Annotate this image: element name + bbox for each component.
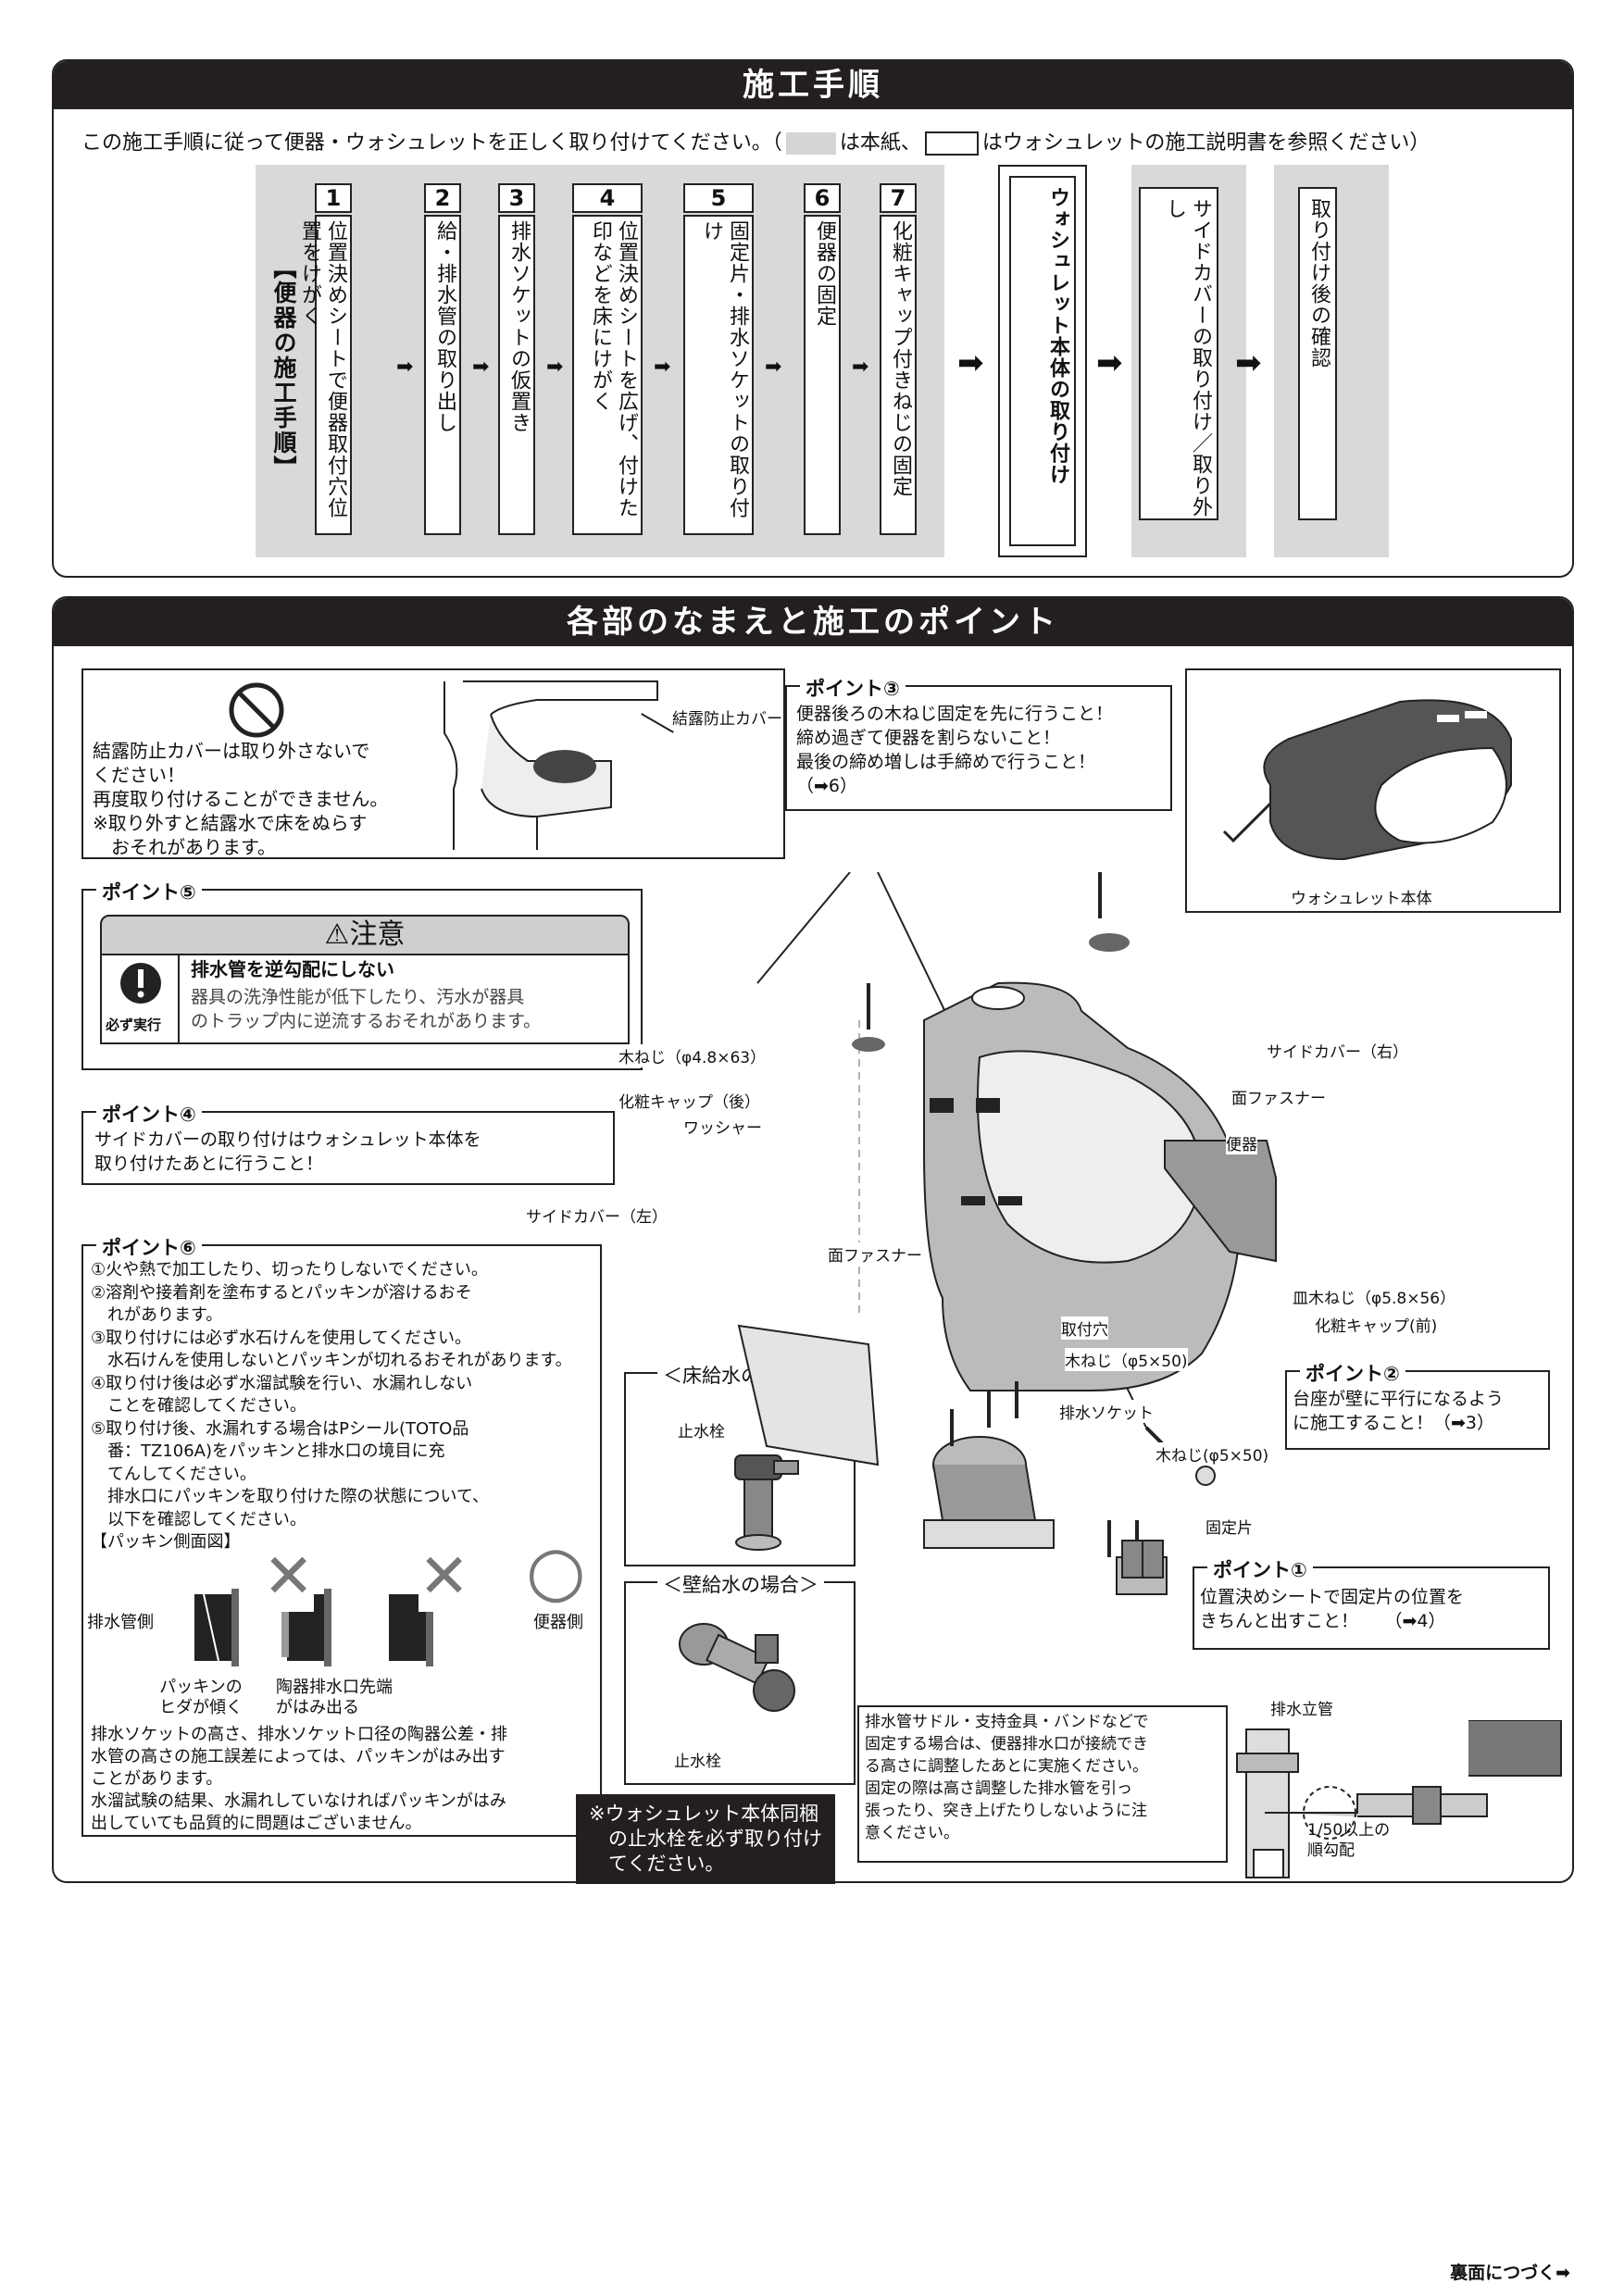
point2-text: 台座が壁に平行になるよう に施工すること！（➡3） bbox=[1293, 1389, 1505, 1433]
step-1: 1 位置決めシートで便器取付穴位置をけがく bbox=[298, 183, 352, 535]
washlet-illustration bbox=[1222, 699, 1512, 861]
arrow-3: ➡ bbox=[546, 356, 564, 379]
floor-valve-label: 止水栓 bbox=[678, 1418, 725, 1441]
point4-box: ポイント④ サイドカバーの取り付けはウォシュレット本体を 取り付けたあとに行うこ… bbox=[81, 1100, 615, 1185]
prohibited-icon bbox=[229, 682, 284, 738]
step-7: 7 化粧キャップ付きねじの固定 bbox=[880, 183, 917, 535]
point2-box: ポイント② 台座が壁に平行になるよう に施工すること！（➡3） bbox=[1285, 1359, 1550, 1450]
drain-note-box: 排水管サドル・支持金具・バンドなどで 固定する場合は、便器排水口が接続でき る高… bbox=[857, 1705, 1228, 1863]
sidecover-step: サイドカバーの取り付け／取り外し bbox=[1139, 187, 1218, 520]
wall-valve-label: 止水栓 bbox=[674, 1748, 721, 1771]
label-fixing-piece: 固定片 bbox=[1206, 1515, 1253, 1538]
toilet-side-label: 便器側 bbox=[533, 1609, 583, 1633]
arrow-2: ➡ bbox=[472, 356, 490, 379]
label-flat-screw: 皿木ねじ（φ5.8×56） bbox=[1293, 1285, 1456, 1308]
caution-text: 器具の洗浄性能が低下したり、汚水が器具 のトラップ内に逆流するおそれがあります。 bbox=[191, 987, 542, 1031]
slope-label: 1/50以上の 順勾配 bbox=[1307, 1821, 1391, 1860]
procedure-heading: 施工手順 bbox=[54, 61, 1572, 109]
label-wood-screw-a: 木ねじ（φ5×50) bbox=[1065, 1348, 1188, 1371]
continue-footer: 裏面につづく➡ bbox=[1450, 2263, 1570, 2283]
caution-header: ⚠注意 bbox=[100, 915, 630, 955]
caution-title: 排水管を逆勾配にしない bbox=[191, 958, 394, 980]
drain-side-label: 排水管側 bbox=[87, 1609, 154, 1633]
drain-riser-label: 排水立管 bbox=[1270, 1696, 1333, 1719]
label-cap-front: 化粧キャップ(前) bbox=[1315, 1313, 1438, 1336]
caution-body: 必ず実行 排水管を逆勾配にしない 器具の洗浄性能が低下したり、汚水が器具 のトラ… bbox=[100, 955, 630, 1044]
point6-text: ①火や熱で加工したり、切ったりしないでください。 ②溶剤や接着剤を塗布するとパッ… bbox=[91, 1260, 572, 1552]
washlet-body-label: ウォシュレット本体 bbox=[1291, 885, 1432, 908]
condensation-text: 結露防止カバーは取り外さないで ください！ 再度取り付けることができません。 ※… bbox=[93, 740, 389, 858]
toilet-exploded-illustration bbox=[737, 872, 1277, 1557]
step-6: 6 便器の固定 bbox=[804, 183, 841, 535]
condensation-box: 結露防止カバーは取り外さないで ください！ 再度取り付けることができません。 ※… bbox=[81, 668, 785, 859]
drain-note-text: 排水管サドル・支持金具・バンドなどで 固定する場合は、便器排水口が接続でき る高… bbox=[865, 1713, 1149, 1842]
step-5: 5 固定片・排水ソケットの取り付け bbox=[683, 183, 754, 535]
ng-mark-2: ✕ bbox=[418, 1541, 470, 1612]
floor-valve-illustration bbox=[734, 1454, 799, 1551]
floor-supply-box: ＜床給水の場合＞ 止水栓 bbox=[624, 1361, 856, 1566]
washlet-body-box: ウォシュレット本体 bbox=[1185, 668, 1561, 913]
washlet-valve-note: ※ウォシュレット本体同梱 の止水栓を必ず取り付け てください。 bbox=[576, 1794, 835, 1884]
must-do-label: 必ず実行 bbox=[106, 1015, 162, 1034]
point6-bottom-text: 排水ソケットの高さ、排水ソケット口径の陶器公差・排 水管の高さの施工誤差によって… bbox=[91, 1725, 507, 1833]
arrow-to-check: ➡ bbox=[1235, 344, 1262, 381]
arrow-1: ➡ bbox=[396, 356, 414, 379]
arrow-4: ➡ bbox=[654, 356, 671, 379]
label-wood-screw-b: 木ねじ(φ5×50) bbox=[1156, 1442, 1269, 1466]
point1-text: 位置決めシートで固定片の位置を きちんと出すこと！ （➡4） bbox=[1200, 1587, 1465, 1631]
condensation-cover-illustration bbox=[443, 680, 658, 850]
drain-pipe-illustration bbox=[1236, 1720, 1562, 1878]
toilet-steps-label: 【便器の施工手順】 bbox=[270, 256, 297, 480]
ok-mark: ○ bbox=[526, 1531, 586, 1611]
packing-caption-2: 陶器排水口先端 がはみ出る bbox=[276, 1678, 393, 1717]
label-cap-back: 化粧キャップ（後） bbox=[618, 1089, 760, 1112]
washlet-install-step: ウォシュレット本体の取り付け bbox=[998, 165, 1087, 557]
arrow-5: ➡ bbox=[765, 356, 782, 379]
fixing-piece-illustration bbox=[1116, 1540, 1168, 1595]
check-step: 取り付け後の確認 bbox=[1298, 187, 1337, 520]
parts-section: 各部のなまえと施工のポイント 結露防止カバーは取り外さないで ください！ 再度取… bbox=[52, 596, 1574, 1884]
label-fastener-left: 面ファスナー bbox=[828, 1242, 922, 1266]
wall-valve-illustration bbox=[679, 1623, 795, 1712]
step-2: 2 給・排水管の取り出し bbox=[424, 183, 461, 535]
procedure-intro: この施工手順に従って便器・ウォシュレットを正しく取り付けてください。（は本紙、は… bbox=[81, 131, 1430, 156]
point5-box: ポイント⑤ ⚠注意 必ず実行 排水管を逆勾配にしない 器具の洗浄性能が低下したり… bbox=[81, 878, 643, 1070]
condensation-cover-label: 結露防止カバー bbox=[672, 705, 782, 729]
point1-box: ポイント① 位置決めシートで固定片の位置を きちんと出すこと！ （➡4） bbox=[1193, 1555, 1550, 1650]
parts-heading: 各部のなまえと施工のポイント bbox=[54, 598, 1572, 646]
must-do-icon bbox=[120, 963, 161, 1004]
procedure-section: 施工手順 この施工手順に従って便器・ウォシュレットを正しく取り付けてください。（… bbox=[52, 59, 1574, 578]
box-swatch bbox=[924, 131, 979, 156]
step-3: 3 排水ソケットの仮置き bbox=[498, 183, 535, 535]
point6-box: ポイント⑥ ①火や熱で加工したり、切ったりしないでください。 ②溶剤や接着剤を塗… bbox=[81, 1233, 602, 1837]
label-wood-screw-back: 木ねじ（φ4.8×63） bbox=[618, 1044, 767, 1067]
arrow-to-washlet: ➡ bbox=[957, 344, 984, 381]
wall-supply-box: ＜壁給水の場合＞ 止水栓 bbox=[624, 1570, 856, 1785]
grey-swatch bbox=[785, 132, 836, 155]
label-side-cover-left: サイドカバー（左） bbox=[526, 1204, 668, 1227]
label-washer: ワッシャー bbox=[683, 1115, 762, 1138]
packing-caption-1: パッキンの ヒダが傾く bbox=[159, 1678, 243, 1717]
label-side-cover-right: サイドカバー（右） bbox=[1267, 1039, 1408, 1062]
label-hole: 取付穴 bbox=[1061, 1316, 1108, 1340]
point4-text: サイドカバーの取り付けはウォシュレット本体を 取り付けたあとに行うこと！ bbox=[94, 1129, 481, 1174]
ng-mark-1: ✕ bbox=[263, 1541, 315, 1612]
arrow-to-sidecover: ➡ bbox=[1096, 344, 1123, 381]
label-fastener-right: 面ファスナー bbox=[1231, 1085, 1326, 1108]
point3-text: 便器後ろの木ねじ固定を先に行うこと！ 締め過ぎて便器を割らないこと！ 最後の締め… bbox=[796, 704, 1114, 796]
step-4: 4 位置決めシートを広げ、付けた印などを床にけがく bbox=[572, 183, 643, 535]
label-toilet: 便器 bbox=[1226, 1131, 1257, 1154]
label-socket: 排水ソケット bbox=[1059, 1400, 1154, 1423]
point3-box: ポイント③ 便器後ろの木ねじ固定を先に行うこと！ 締め過ぎて便器を割らないこと！… bbox=[785, 674, 1172, 811]
arrow-6: ➡ bbox=[852, 356, 869, 379]
